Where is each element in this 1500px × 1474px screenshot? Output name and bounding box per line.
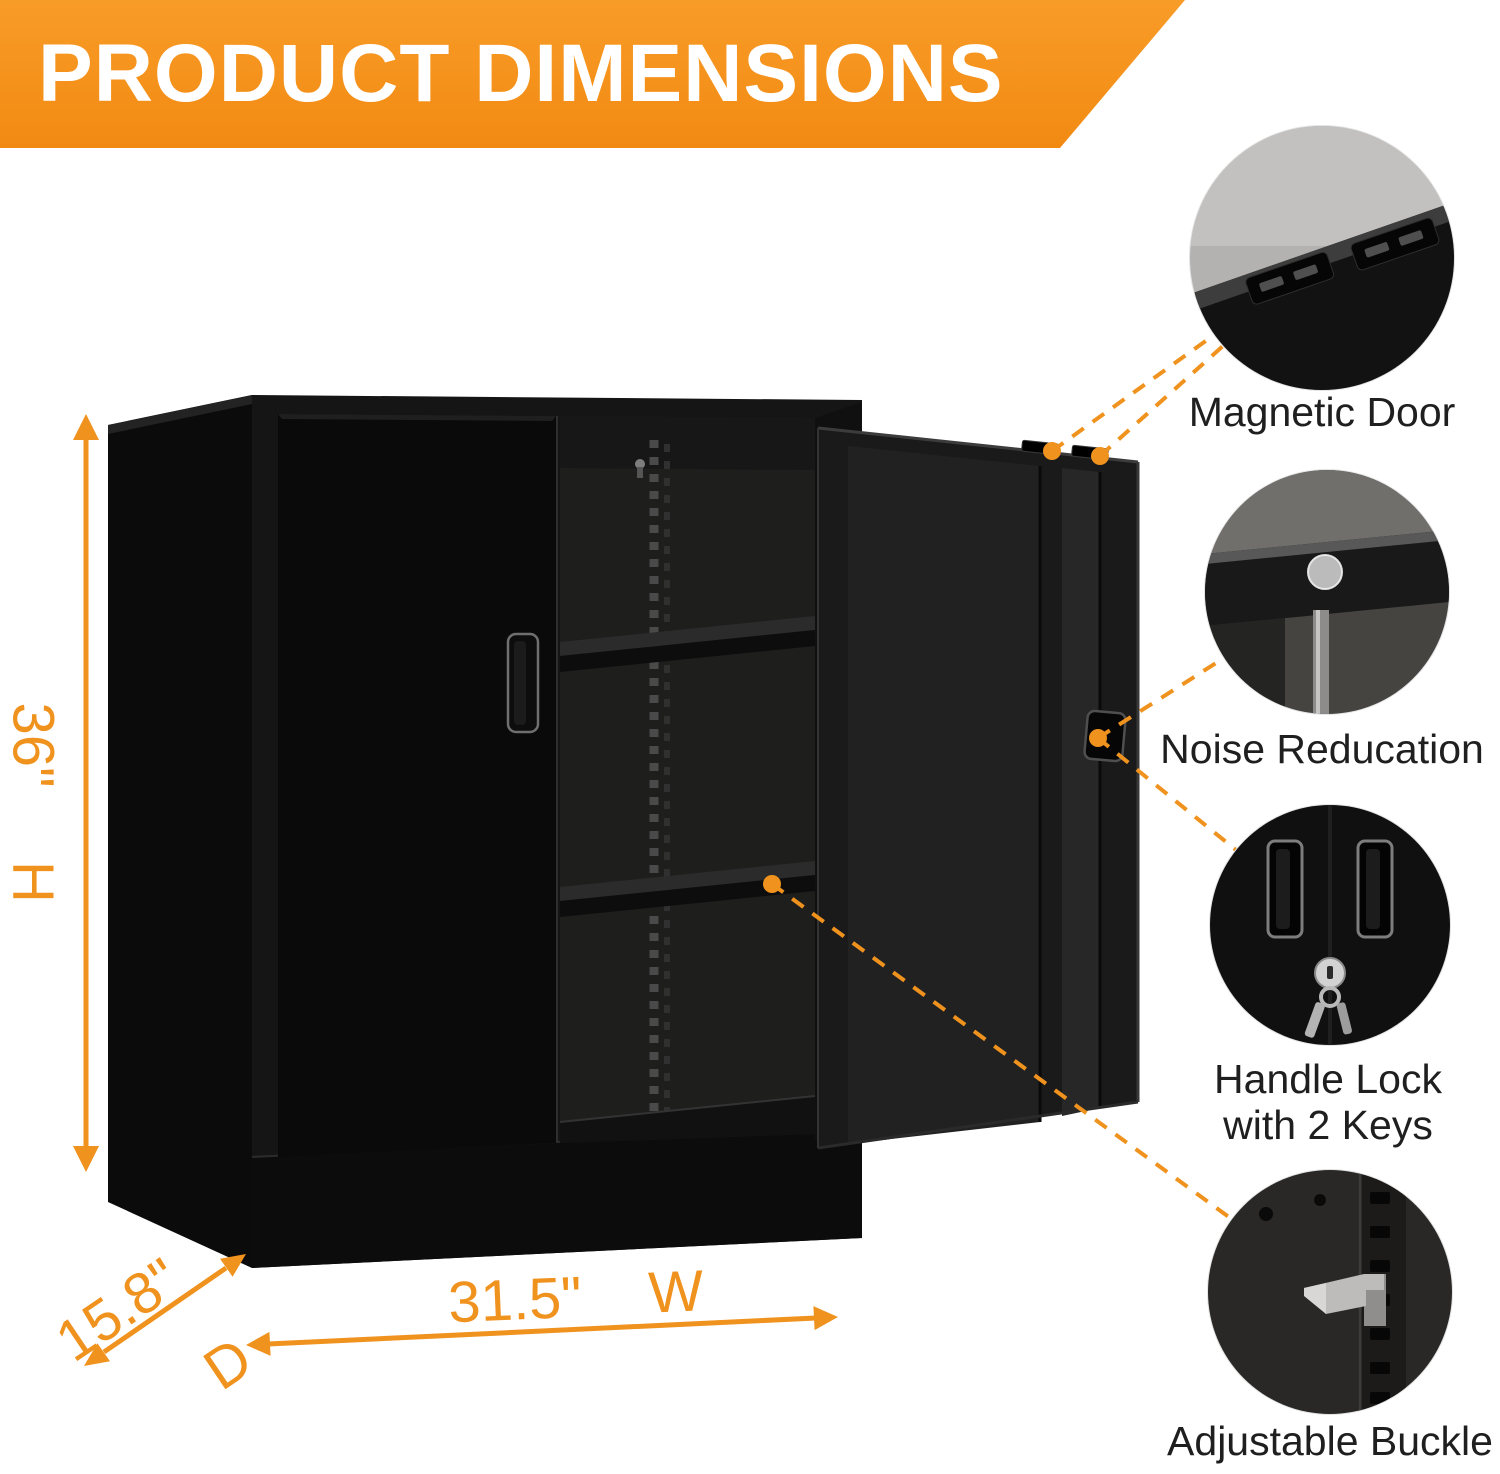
magnetic-door-label: Magnetic Door [1188,389,1456,435]
magnetic-door-photo [1190,126,1454,390]
handle-lock-detail-icon [1210,805,1450,1045]
cabinet-left-door [278,414,556,1157]
connector-adjustable-buckle [770,882,1235,1222]
depth-dimension-arrow [84,1254,246,1366]
noise-reduction-label: Noise Reducation [1160,726,1484,772]
hanging-hole [635,459,645,469]
cabinet-floor [560,1096,815,1143]
adjustable-buckle-detail-icon [1208,1170,1452,1414]
shelf-2 [560,861,815,901]
noise-reduction-photo [1205,470,1449,714]
connector-magnetic-door-1 [1050,333,1216,453]
cabinet-base [252,1127,862,1268]
magnetic-door-detail-icon [1190,126,1454,390]
banner: PRODUCT DIMENSIONS [0,0,1185,148]
adjustable-buckle-photo [1208,1170,1452,1414]
banner-title: PRODUCT DIMENSIONS [38,28,1004,119]
height-dimension-arrow [73,414,99,1172]
width-dimension-axis: W [647,1258,705,1326]
callout-connectors [770,333,1238,1222]
height-dimension-axis: H [0,861,66,903]
width-dimension-value: 31.5" [446,1264,584,1336]
cabinet-top-edge [108,395,252,434]
connector-dots [763,442,1109,893]
handle-lock-photo [1210,805,1450,1045]
width-dimension-arrow [246,1306,838,1356]
cabinet-interior [560,416,815,1143]
connector-handle-lock [1096,736,1238,852]
handle-lock-label-line1: Handle Lock [1214,1056,1442,1102]
connector-magnetic-door-2 [1098,344,1225,458]
adjustable-buckle-label: Adjustable Buckle [1167,1418,1493,1464]
noise-reduction-detail-icon [1205,470,1449,714]
height-dimension-value: 36" [0,702,66,788]
shelf-1 [560,616,815,656]
cabinet-side-panel [108,395,252,1268]
handle-lock-label-line2: with 2 Keys [1223,1102,1433,1148]
